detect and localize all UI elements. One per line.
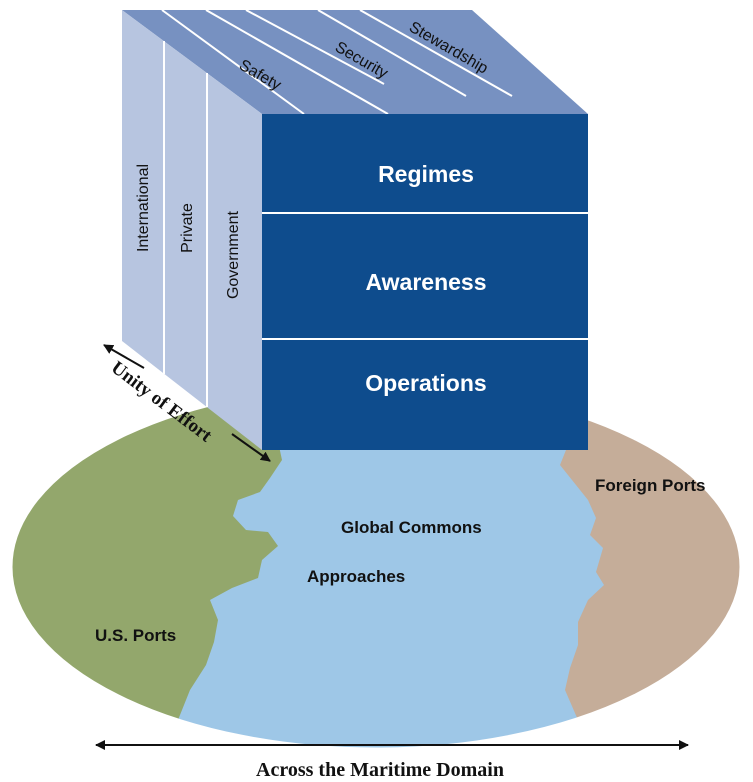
foreign-ports-label: Foreign Ports [595,476,706,495]
side-label-government: Government [225,210,242,299]
maritime-domain-arrow: Across the Maritime Domain [95,740,689,781]
front-label-regimes: Regimes [378,161,474,187]
maritime-domain-label: Across the Maritime Domain [256,759,504,781]
cube-front-face [262,114,588,450]
us-ports-label: U.S. Ports [95,626,176,645]
side-label-private: Private [179,203,196,253]
global-commons-label: Global Commons [341,518,482,537]
approaches-label: Approaches [307,567,405,586]
side-label-international: International [135,164,152,252]
front-label-awareness: Awareness [365,269,486,295]
front-label-operations: Operations [365,370,486,396]
cube-top-face [122,10,588,114]
cube-side-face [122,10,262,450]
cube: Safety Security Stewardship Internationa… [122,9,588,450]
